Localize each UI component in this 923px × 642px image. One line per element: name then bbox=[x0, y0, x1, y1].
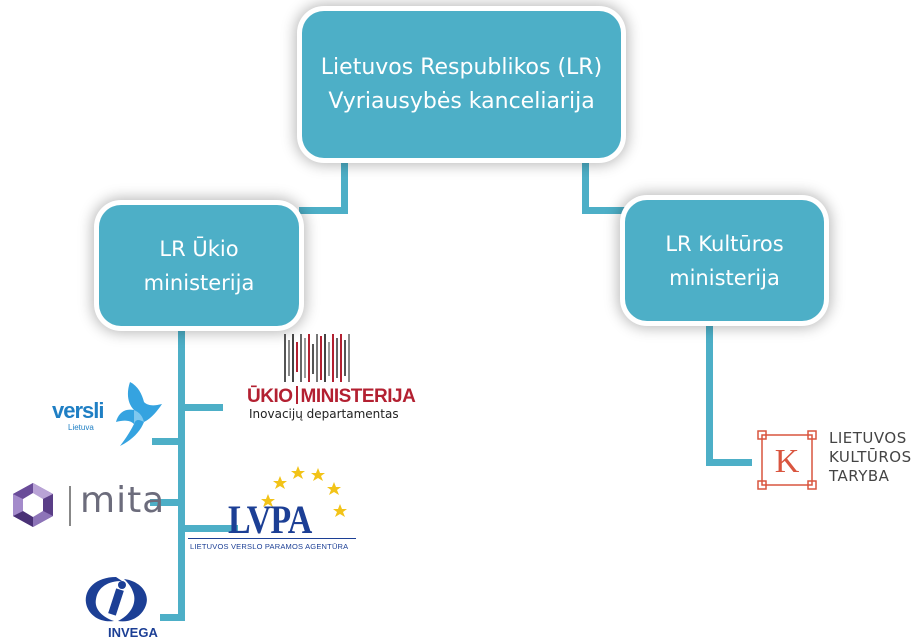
bird-icon bbox=[116, 382, 162, 446]
connector-kulturos-trunk bbox=[706, 321, 713, 466]
lvpa-wordmark: LVPA bbox=[228, 497, 312, 542]
k-frame-icon: K bbox=[757, 430, 817, 490]
connector-root-left-horizontal bbox=[299, 207, 348, 214]
k-letter: K bbox=[775, 443, 800, 480]
lkt-wordmark: LIETUVOS KULTŪROS TARYBA bbox=[829, 429, 912, 486]
logo-lvpa: LVPA LIETUVOS VERSLO PARAMOS AGENTŪRA bbox=[188, 462, 363, 557]
connector-root-right-horizontal bbox=[582, 207, 625, 214]
node-kulturos-line1: LR Kultūros bbox=[665, 231, 784, 256]
mita-separator bbox=[69, 486, 71, 526]
connector-branch-ukio-dept bbox=[178, 404, 223, 411]
node-ukio-ministerija: LR Ūkio ministerija bbox=[99, 205, 299, 326]
stars-icon bbox=[261, 466, 347, 517]
node-root-line1: Lietuvos Respublikos (LR) bbox=[320, 54, 603, 80]
connector-branch-mita bbox=[150, 499, 185, 506]
ukio-ministerija-wordmark: ŪKIO MINISTERIJA bbox=[247, 386, 416, 408]
lkt-line3: TARYBA bbox=[829, 467, 890, 485]
connector-ukio-trunk bbox=[178, 326, 185, 621]
invega-wordmark: INVEGA bbox=[108, 625, 158, 640]
logo-versli-lietuva: versli Lietuva bbox=[50, 380, 170, 450]
lkt-line1: LIETUVOS bbox=[829, 429, 907, 447]
ukio-word: ŪKIO bbox=[247, 386, 293, 407]
connector-branch-lkt bbox=[706, 459, 752, 466]
logo-mita: mita bbox=[8, 480, 164, 530]
node-ukio-line1: LR Ūkio bbox=[159, 236, 239, 261]
node-kulturos-ministerija: LR Kultūros ministerija bbox=[625, 200, 824, 321]
lkt-line2: KULTŪROS bbox=[829, 448, 912, 466]
connector-root-left-vertical bbox=[341, 158, 348, 214]
connector-branch-versli bbox=[152, 438, 185, 445]
logo-lietuvos-kulturos-taryba: K LIETUVOS KULTŪROS TARYBA bbox=[754, 425, 923, 495]
versli-subtitle: Lietuva bbox=[68, 423, 94, 432]
mita-hexagon-icon bbox=[13, 483, 53, 527]
connector-branch-lvpa bbox=[178, 525, 238, 532]
node-kulturos-line2: ministerija bbox=[669, 265, 780, 290]
ministerija-word: MINISTERIJA bbox=[300, 386, 416, 407]
ukio-separator bbox=[295, 386, 298, 404]
ukio-subtitle: Inovacijų departamentas bbox=[249, 407, 399, 421]
node-ukio-line2: ministerija bbox=[143, 270, 255, 295]
logo-ukio-ministerija: ŪKIO MINISTERIJA Inovacijų departamentas bbox=[243, 332, 416, 422]
connector-root-right-vertical bbox=[582, 158, 589, 214]
lvpa-underline bbox=[188, 538, 356, 539]
connector-branch-invega bbox=[160, 614, 185, 621]
node-vyriausybes-kanceliarija: Lietuvos Respublikos (LR) Vyriausybės ka… bbox=[302, 11, 621, 158]
invega-emblem-icon bbox=[85, 577, 147, 622]
versli-wordmark: versli bbox=[52, 398, 104, 423]
node-root-line2: Vyriausybės kanceliarija bbox=[328, 88, 595, 114]
mita-wordmark: mita bbox=[80, 480, 166, 521]
lvpa-subtitle: LIETUVOS VERSLO PARAMOS AGENTŪRA bbox=[190, 542, 349, 551]
logo-invega: INVEGA bbox=[82, 573, 202, 642]
barcode-icon bbox=[284, 334, 350, 382]
